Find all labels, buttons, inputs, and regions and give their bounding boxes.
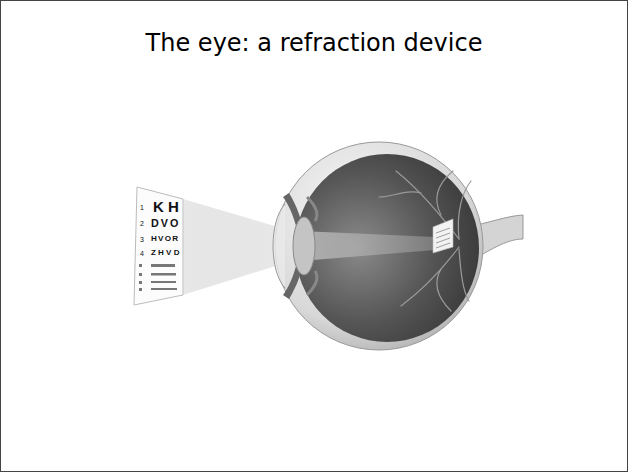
chart-letters: K H <box>153 199 179 214</box>
lens <box>293 217 315 275</box>
row-number: 1 <box>140 204 144 211</box>
retinal-image <box>433 219 453 253</box>
eye-chart-card <box>134 187 183 305</box>
sclera <box>275 142 483 350</box>
ciliary-body <box>307 197 317 221</box>
chart-letters: H V O R <box>151 235 178 243</box>
eye-chart-small-rows <box>139 264 177 291</box>
retinal-image-rows <box>436 228 450 248</box>
cornea <box>273 204 285 288</box>
row-number: 4 <box>140 250 144 257</box>
chart-letters: D V O <box>151 218 178 229</box>
eye-interior <box>295 154 479 342</box>
light-cone <box>183 199 285 295</box>
row-number: 3 <box>140 236 144 243</box>
row-number: 2 <box>140 220 144 227</box>
slide-title: The eye: a refraction device <box>1 29 627 57</box>
light-beam <box>301 231 435 261</box>
chart-letters: Z H V D <box>151 249 179 257</box>
ciliary-body <box>307 271 317 295</box>
